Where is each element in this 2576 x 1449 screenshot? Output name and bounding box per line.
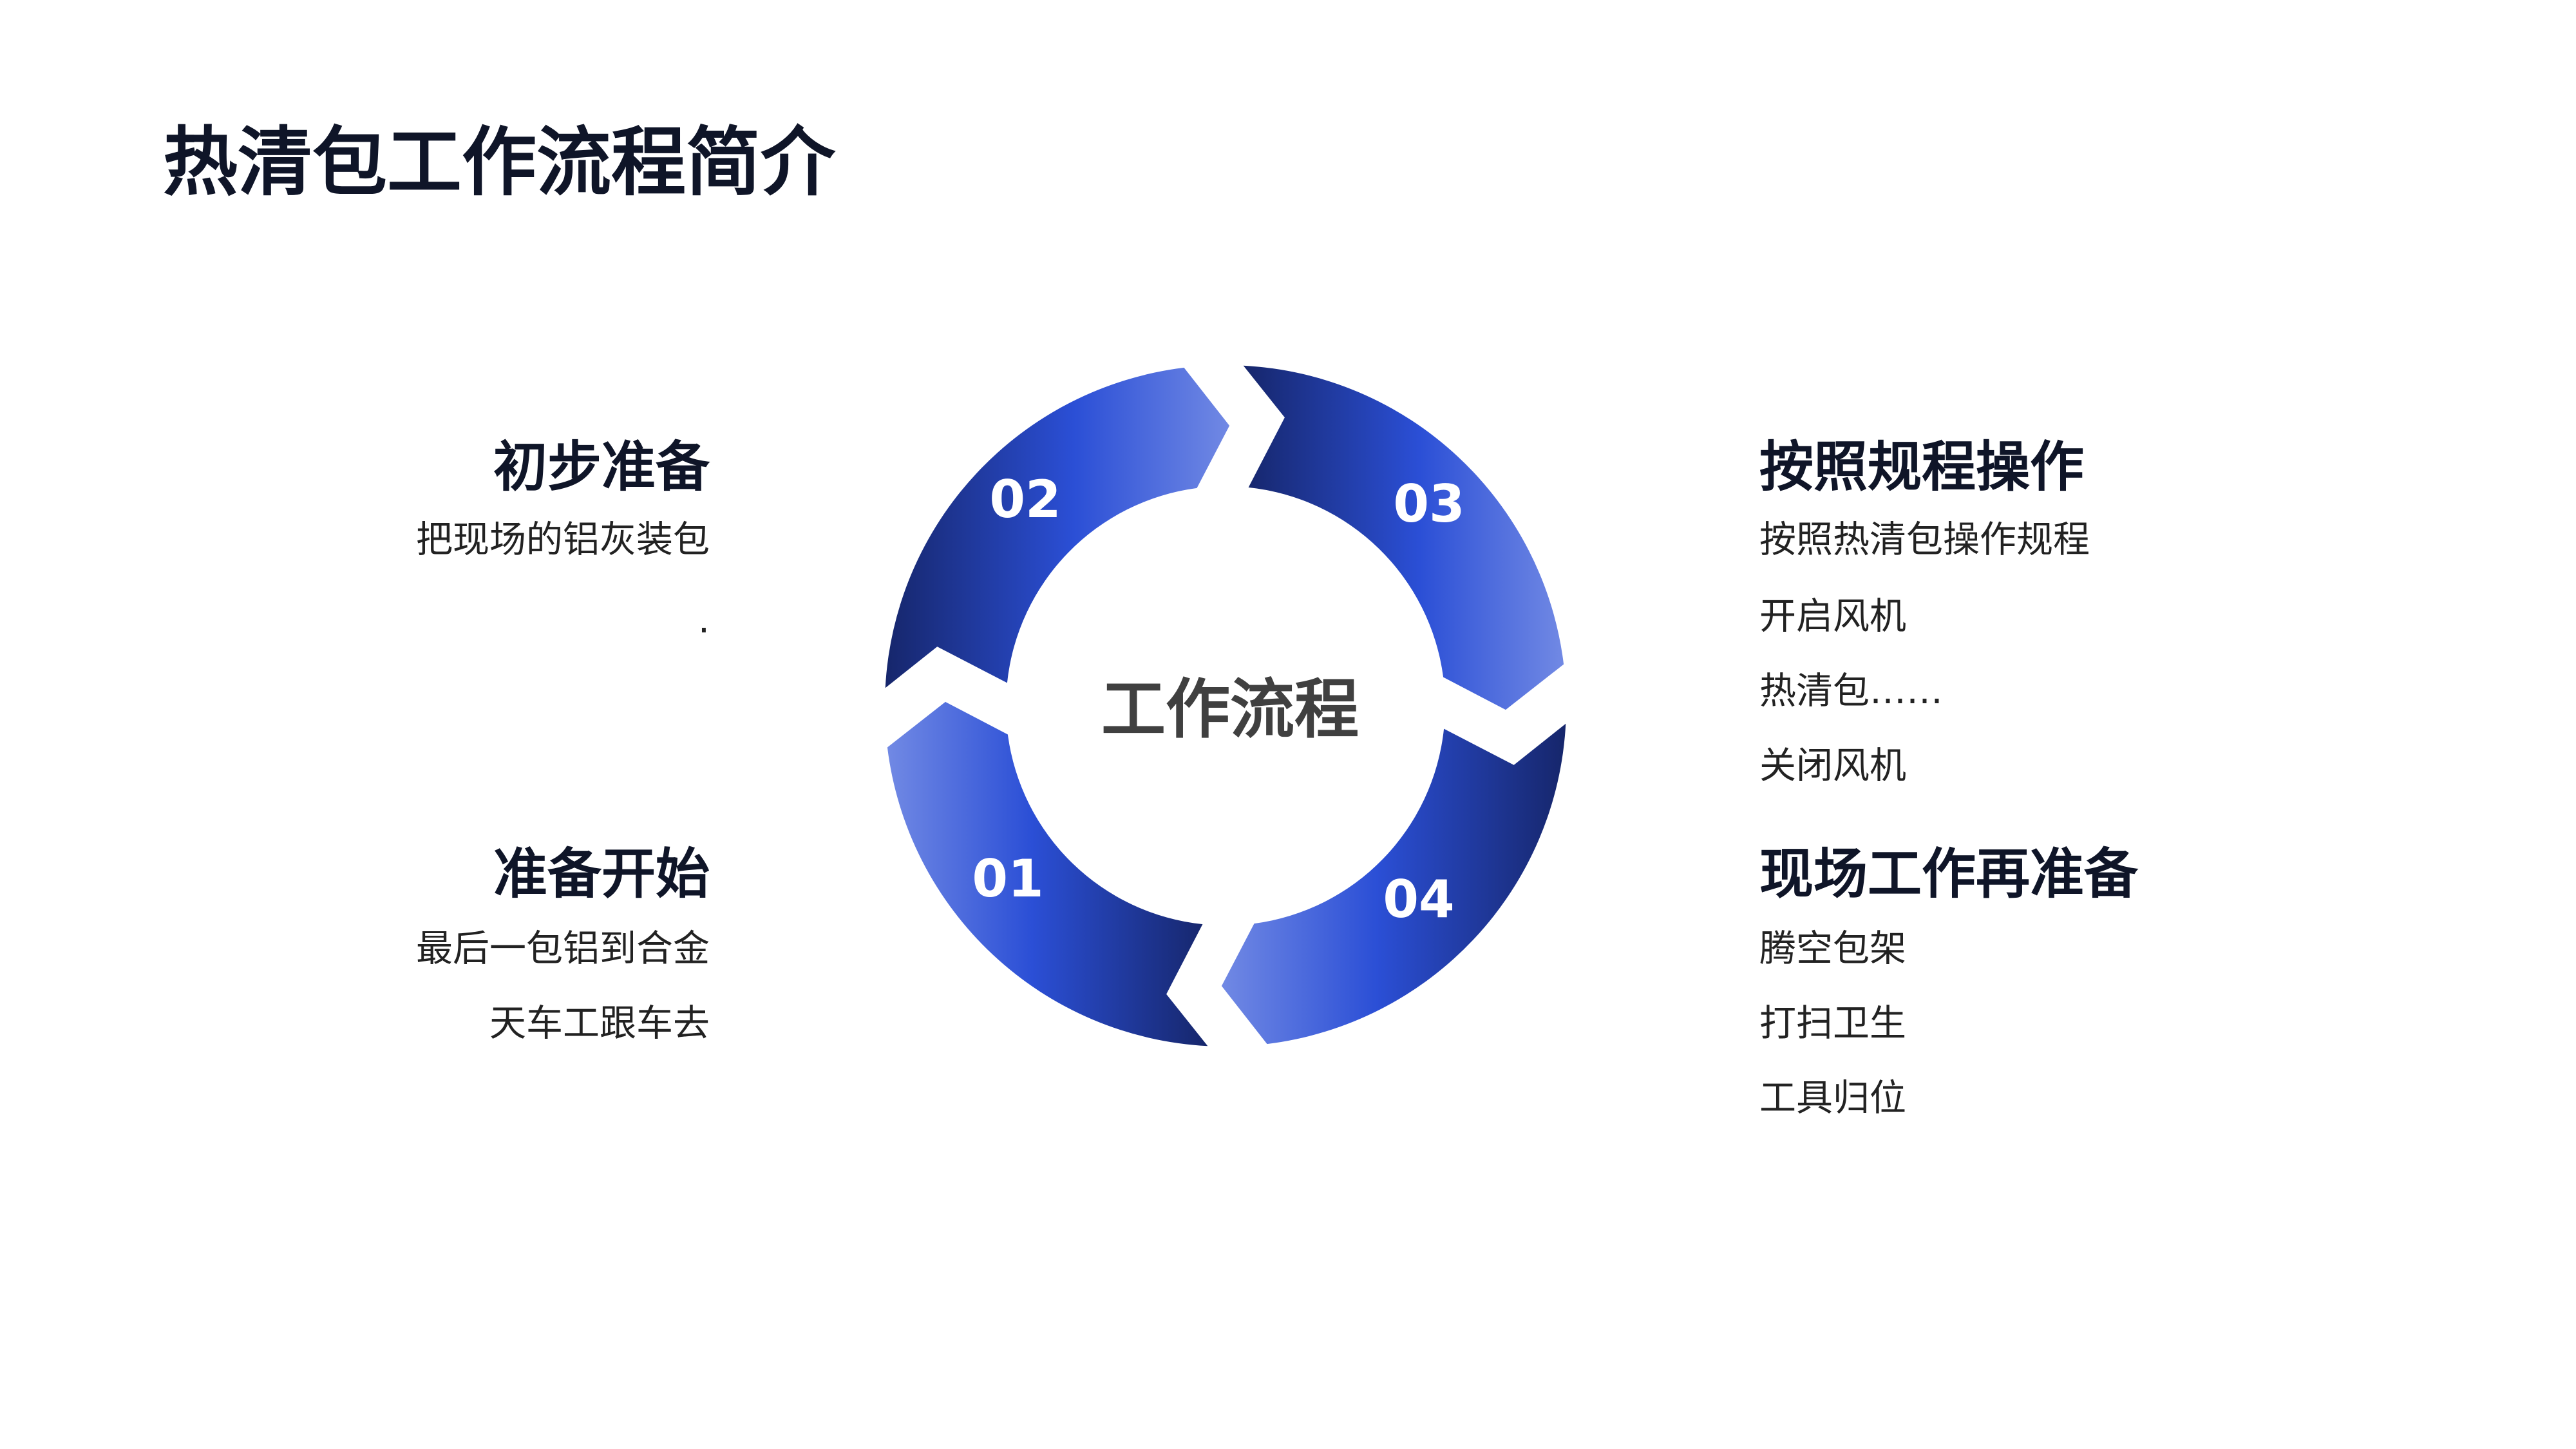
step-02-line: 把现场的铝灰装包	[416, 518, 710, 561]
step-02-heading: 初步准备	[493, 435, 710, 498]
step-03-line: 热清包……	[1759, 670, 1943, 712]
cycle-segment-04	[1221, 723, 1566, 1045]
step-number-04: 04	[1383, 869, 1454, 929]
step-number-02: 02	[989, 469, 1061, 529]
step-04-line: 腾空包架	[1759, 927, 1906, 970]
step-04-line: 工具归位	[1759, 1077, 1906, 1119]
center-label: 工作流程	[1101, 672, 1359, 747]
page-title: 热清包工作流程简介	[163, 119, 835, 206]
cycle-segment-01	[887, 701, 1208, 1046]
step-03-line: 按照热清包操作规程	[1759, 518, 2090, 561]
step-02-line: .	[697, 599, 710, 641]
step-01-line: 天车工跟车去	[489, 1002, 710, 1045]
step-number-03: 03	[1393, 474, 1464, 534]
cycle-segment-03	[1243, 365, 1564, 710]
step-03-heading: 按照规程操作	[1759, 435, 2085, 498]
step-03-line: 关闭风机	[1759, 744, 1906, 787]
cycle-segment-02	[885, 367, 1230, 688]
step-04-line: 打扫卫生	[1759, 1002, 1906, 1045]
step-01-line: 最后一包铝到合金	[416, 927, 710, 970]
step-03-line: 开启风机	[1759, 595, 1906, 638]
step-01-heading: 准备开始	[493, 842, 710, 905]
step-04-heading: 现场工作再准备	[1759, 842, 2139, 905]
step-number-01: 01	[972, 849, 1043, 909]
